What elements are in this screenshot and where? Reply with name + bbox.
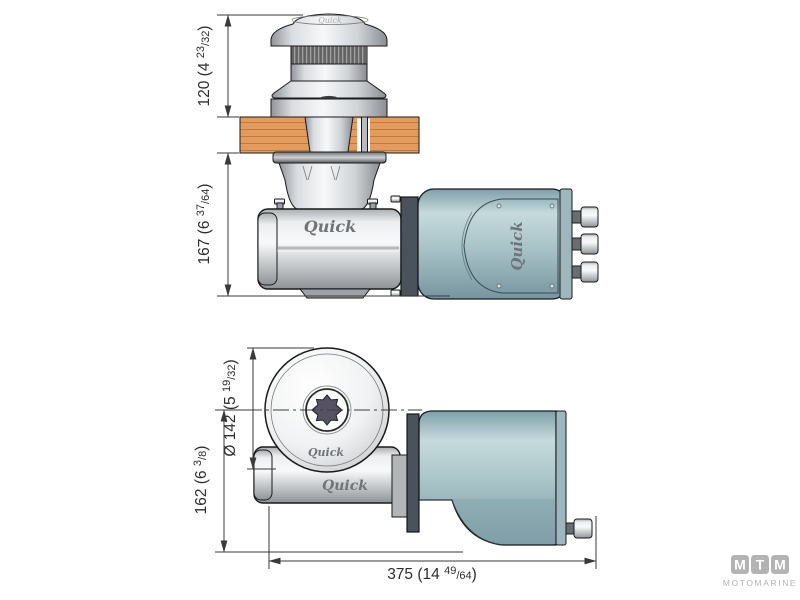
watermark-square-1 bbox=[731, 555, 749, 574]
gland-nut-3 bbox=[580, 261, 599, 283]
drum-lower-flare bbox=[271, 80, 387, 99]
drum-cap-face bbox=[291, 15, 369, 25]
watermark-name: MOTOMARINE bbox=[723, 578, 797, 588]
gearbox: Quick bbox=[257, 198, 402, 299]
gland-nut-1 bbox=[580, 206, 599, 228]
deck-bushing bbox=[304, 116, 354, 153]
cover-screw-2 bbox=[549, 203, 555, 209]
support-cone bbox=[278, 162, 381, 210]
gland-stem-1 bbox=[571, 210, 582, 224]
top-view-side-elevation: Quick Quick bbox=[195, 13, 599, 300]
dim-label-overall-length: 375 (14 49/64) bbox=[387, 565, 477, 583]
motor-lower-step-shade bbox=[452, 499, 556, 544]
gland-stem-bottom bbox=[565, 522, 575, 535]
cover-screw-1 bbox=[496, 203, 502, 209]
watermark-letter-m2: M bbox=[774, 557, 786, 573]
watermark-square-3 bbox=[771, 555, 789, 574]
gland-stem-3 bbox=[571, 265, 582, 279]
motor-step-line bbox=[419, 499, 503, 546]
gland-nut-2 bbox=[580, 233, 599, 255]
dimension-below-deck-height: 167 (6 37/64) bbox=[195, 152, 450, 297]
motor-coupling bbox=[400, 196, 419, 297]
drum-barrel bbox=[290, 63, 368, 82]
cone-gusset-left bbox=[302, 165, 313, 181]
gland-stem-2 bbox=[571, 237, 582, 251]
drum-top-cap bbox=[270, 13, 388, 47]
motor: Quick bbox=[390, 188, 599, 300]
motor-cover-plate bbox=[463, 198, 559, 294]
coupling-bolt-top bbox=[390, 195, 401, 203]
motor-end-view bbox=[406, 410, 593, 546]
cone-gusset-right bbox=[330, 165, 341, 181]
watermark-letter-t: T bbox=[756, 557, 765, 573]
gearbox-oil-pan bbox=[298, 288, 372, 299]
quick-logo-drum-end: Quick bbox=[308, 446, 344, 459]
dimension-overall-length: 375 (14 49/64) bbox=[268, 506, 597, 583]
drum-base bbox=[270, 98, 388, 118]
gearbox-step bbox=[391, 454, 409, 518]
gearbox-end-cap-end bbox=[253, 449, 273, 501]
motor-coupling-end bbox=[406, 413, 420, 533]
quick-logo-drum-cap: Quick bbox=[318, 16, 342, 25]
motor-end-plate bbox=[559, 188, 573, 300]
mtm-motomarine-watermark: M T M MOTOMARINE bbox=[723, 555, 797, 588]
motor-end-plate-end bbox=[555, 410, 567, 546]
dimension-center-to-bottom: 162 (6 3/8) bbox=[192, 409, 463, 553]
quick-logo-motor: Quick bbox=[508, 221, 526, 270]
gearbox-end-cap bbox=[257, 212, 278, 286]
watermark-square-2 bbox=[751, 555, 769, 574]
dim-label-center-to-bottom: 162 (6 3/8) bbox=[192, 446, 210, 515]
motor-body bbox=[417, 188, 569, 300]
gland-nut-bottom bbox=[573, 518, 593, 539]
drum-knurled-band bbox=[290, 45, 368, 65]
dim-label-below-deck-height: 167 (6 37/64) bbox=[195, 184, 213, 265]
coupling-bolt-bottom bbox=[390, 289, 401, 297]
dim-label-drum-height: 120 (4 23/32) bbox=[195, 26, 213, 107]
quick-logo-gearbox-end: Quick bbox=[322, 478, 368, 494]
watermark-letter-m1: M bbox=[734, 557, 746, 573]
cable-glands bbox=[571, 206, 599, 283]
motor-cover-swoosh bbox=[461, 211, 473, 281]
dimension-drum-height: 120 (4 23/32) bbox=[195, 14, 303, 118]
mounting-flange bbox=[272, 151, 387, 164]
cover-screw-4 bbox=[549, 283, 555, 289]
bottom-view-end-elevation: Quick Quick Ø 142 (5 19/ bbox=[192, 347, 597, 583]
quick-logo-gearbox-side: Quick bbox=[304, 217, 356, 236]
capstan-drum: Quick bbox=[270, 13, 388, 118]
cover-screw-3 bbox=[496, 283, 502, 289]
